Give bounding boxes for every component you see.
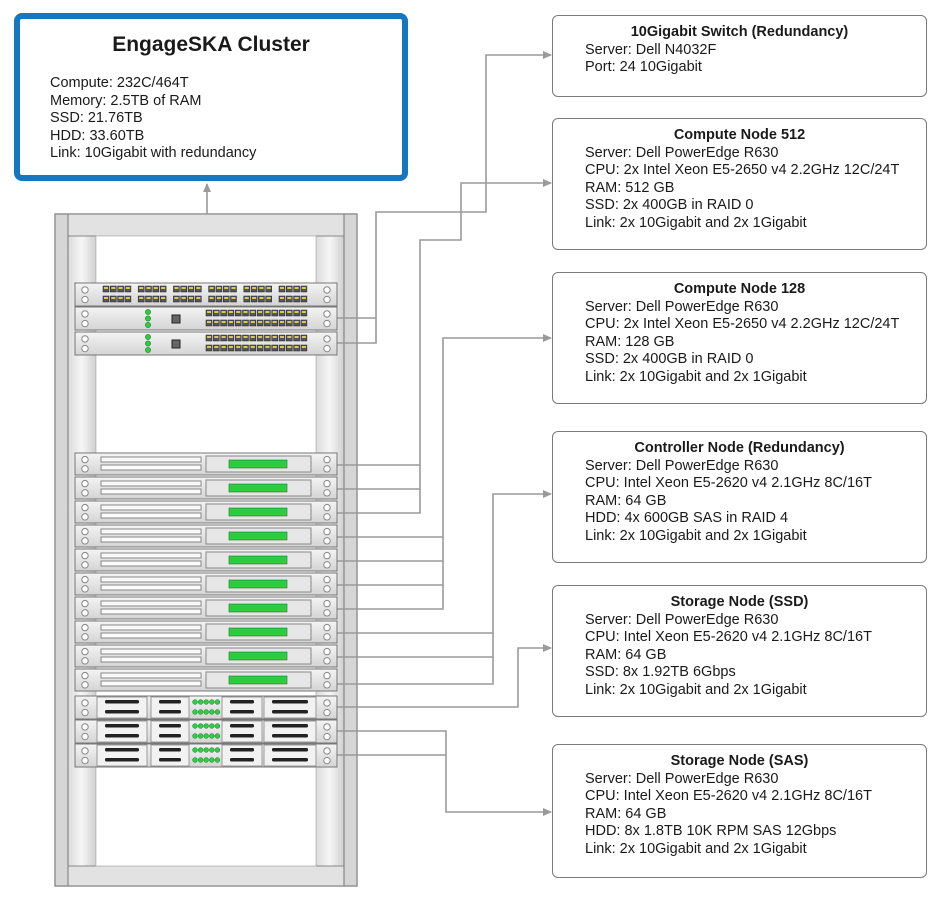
storage-sas-ram: RAM: 64 GB — [585, 805, 667, 822]
storage-ssd-title: Storage Node (SSD) — [670, 594, 809, 610]
link-compute-128-b — [337, 334, 552, 538]
controller-server: Server: Dell PowerEdge R630 — [585, 457, 779, 474]
storage-sas-cpu: CPU: Intel Xeon E5-2620 v4 2.1GHz 8C/16T — [585, 788, 872, 804]
patch-panel — [74, 282, 338, 307]
server-unit-10 — [74, 668, 338, 692]
storage-ssd-server: Server: Dell PowerEdge R630 — [585, 611, 779, 628]
cluster-summary-box: EngageSKA Cluster Compute: 232C/464T Mem… — [14, 13, 408, 181]
server-unit-5 — [74, 548, 338, 572]
server-unit-7 — [74, 596, 338, 620]
cluster-compute: Compute: 232C/464T — [50, 75, 189, 91]
compute-128-ssd: SSD: 2x 400GB in RAID 0 — [585, 351, 754, 367]
server-unit-4 — [74, 524, 338, 548]
link-controller-c — [337, 657, 494, 685]
storage-ssd-ssd: SSD: 8x 1.92TB 6Gbps — [585, 664, 736, 680]
link-storage-sas-a — [337, 730, 552, 816]
controller-title: Controller Node (Redundancy) — [634, 440, 845, 456]
compute-512-ssd: SSD: 2x 400GB in RAID 0 — [585, 197, 754, 213]
link-compute-512-a — [337, 179, 552, 466]
cluster-hdd: HDD: 33.60TB — [50, 127, 145, 144]
storage-ssd-ram: RAM: 64 GB — [585, 646, 667, 663]
controller-ram: RAM: 64 GB — [585, 492, 667, 509]
controller-node-box: Controller Node (Redundancy) Server: Del… — [552, 431, 927, 563]
controller-hdd: HDD: 4x 600GB SAS in RAID 4 — [585, 510, 789, 526]
compute-512-server: Server: Dell PowerEdge R630 — [585, 144, 779, 161]
server-unit-6 — [74, 572, 338, 596]
server-unit-9 — [74, 644, 338, 668]
switch-box: 10Gigabit Switch (Redundancy) Server: De… — [552, 15, 927, 97]
server-unit-1 — [74, 452, 338, 476]
switch-unit-2 — [74, 331, 338, 356]
compute-128-server: Server: Dell PowerEdge R630 — [585, 298, 779, 315]
switch-title: 10Gigabit Switch (Redundancy) — [630, 24, 849, 40]
cluster-ssd: SSD: 21.76TB — [50, 110, 143, 126]
storage-node-sas-box: Storage Node (SAS) Server: Dell PowerEdg… — [552, 744, 927, 878]
cluster-link: Link: 10Gigabit with redundancy — [50, 145, 257, 161]
cluster-title: EngageSKA Cluster — [112, 33, 310, 56]
compute-128-ram: RAM: 128 GB — [585, 333, 675, 350]
link-storage-ssd — [337, 644, 552, 708]
link-compute-128-a — [337, 489, 421, 514]
compute-512-link: Link: 2x 10Gigabit and 2x 1Gigabit — [585, 214, 807, 231]
compute-node-128-box: Compute Node 128 Server: Dell PowerEdge … — [552, 272, 927, 404]
link-switch-b — [337, 318, 377, 344]
link-controller-a — [337, 490, 552, 634]
link-switch-a — [337, 51, 552, 319]
storage-unit-2 — [74, 719, 338, 744]
link-controller-b — [337, 633, 494, 658]
rack-units — [74, 282, 338, 768]
storage-node-ssd-box: Storage Node (SSD) Server: Dell PowerEdg… — [552, 585, 927, 717]
storage-unit-3 — [74, 743, 338, 768]
storage-ssd-cpu: CPU: Intel Xeon E5-2620 v4 2.1GHz 8C/16T — [585, 629, 872, 645]
compute-128-title: Compute Node 128 — [673, 281, 806, 297]
storage-sas-hdd: HDD: 8x 1.8TB 10K RPM SAS 12Gbps — [585, 823, 837, 839]
cluster-memory: Memory: 2.5TB of RAM — [50, 92, 202, 109]
switch-unit-1 — [74, 306, 338, 331]
compute-512-title: Compute Node 512 — [673, 127, 806, 143]
storage-sas-link: Link: 2x 10Gigabit and 2x 1Gigabit — [585, 840, 807, 857]
server-unit-2 — [74, 476, 338, 500]
storage-sas-server: Server: Dell PowerEdge R630 — [585, 770, 779, 787]
compute-node-512-box: Compute Node 512 Server: Dell PowerEdge … — [552, 118, 927, 250]
link-compute-128-e — [337, 585, 444, 610]
storage-unit-1 — [74, 695, 338, 720]
controller-cpu: CPU: Intel Xeon E5-2620 v4 2.1GHz 8C/16T — [585, 475, 872, 491]
storage-ssd-link: Link: 2x 10Gigabit and 2x 1Gigabit — [585, 681, 807, 698]
server-unit-8 — [74, 620, 338, 644]
connector-lines — [203, 51, 552, 816]
server-unit-3 — [74, 500, 338, 524]
compute-512-ram: RAM: 512 GB — [585, 179, 675, 196]
compute-512-cpu: CPU: 2x Intel Xeon E5-2650 v4 2.2GHz 12C… — [585, 162, 900, 178]
controller-link: Link: 2x 10Gigabit and 2x 1Gigabit — [585, 527, 807, 544]
compute-128-link: Link: 2x 10Gigabit and 2x 1Gigabit — [585, 368, 807, 385]
compute-128-cpu: CPU: 2x Intel Xeon E5-2650 v4 2.2GHz 12C… — [585, 316, 900, 332]
switch-port: Port: 24 10Gigabit — [585, 59, 702, 75]
switch-server: Server: Dell N4032F — [585, 41, 717, 58]
storage-sas-title: Storage Node (SAS) — [670, 753, 809, 769]
